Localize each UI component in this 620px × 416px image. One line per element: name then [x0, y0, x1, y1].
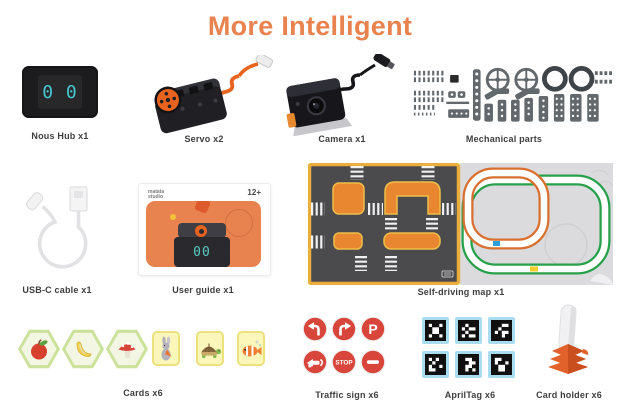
usb-cable-label: USB-C cable x1 — [22, 285, 92, 295]
camera-label: Camera x1 — [318, 134, 366, 144]
apriltag — [422, 351, 449, 378]
parking-sign: P — [360, 316, 386, 342]
cable-loop — [37, 205, 88, 269]
no-entry-sign — [360, 349, 386, 375]
apriltag — [455, 351, 482, 378]
yellow-marker — [530, 266, 538, 272]
mechanical-parts-image — [413, 65, 612, 122]
guide-cover-panel: 00 — [146, 201, 261, 267]
camera-image — [286, 54, 395, 136]
rabbit-icon — [161, 336, 172, 360]
banana-card — [62, 329, 104, 369]
holder-base — [548, 344, 589, 374]
nous-hub-label: Nous Hub x1 — [31, 131, 89, 141]
map-logo — [441, 270, 454, 278]
apriltag — [488, 317, 515, 344]
cover-screen-value: 00 — [193, 244, 211, 260]
servo-cable-connector — [255, 55, 274, 68]
blue-marker — [493, 241, 500, 246]
turtle-card — [196, 331, 224, 366]
tire-ring — [568, 65, 595, 92]
camera-body — [286, 78, 353, 136]
apriltag — [488, 351, 515, 378]
self-driving-map-label: Self-driving map x1 — [417, 287, 505, 297]
nut-parts — [448, 91, 466, 98]
pin-rows — [413, 70, 445, 116]
age-badge: 12+ — [247, 188, 261, 197]
axle-rows — [594, 71, 612, 84]
mushroom-card — [106, 329, 148, 369]
cover-dot — [170, 214, 176, 220]
traffic-signs-label: Traffic sign x6 — [315, 390, 379, 400]
card-holder-image — [548, 304, 589, 374]
mechanical-parts-label: Mechanical parts — [465, 134, 543, 144]
turn-right-sign — [331, 316, 357, 342]
apple-card — [18, 329, 60, 369]
horn-sign — [302, 349, 328, 375]
nous-hub-image: 0 0 — [22, 66, 98, 118]
orange-track — [462, 167, 550, 250]
mushroom-icon — [118, 342, 136, 358]
cover-robot-lens — [195, 225, 207, 237]
clownfish-card — [237, 331, 265, 366]
tire-ring — [542, 65, 568, 92]
svg-text:P: P — [368, 321, 377, 337]
clownfish-icon — [242, 340, 262, 356]
user-guide-label: User guide x1 — [172, 285, 234, 295]
camera-cable-connector — [373, 54, 395, 70]
holder-post — [558, 304, 577, 352]
apriltag-label: AprilTag x6 — [444, 390, 496, 400]
svg-text:STOP: STOP — [335, 360, 353, 367]
page-title: More Intelligent — [207, 11, 413, 41]
connector-part — [450, 75, 459, 83]
servo-label: Servo x2 — [184, 134, 224, 144]
apple-icon — [30, 339, 48, 360]
city-blocks — [332, 181, 441, 250]
usb-c-connector — [26, 192, 44, 211]
cover-stamp — [225, 209, 253, 237]
servo-body — [154, 78, 227, 134]
hub-screen: 0 0 — [38, 75, 82, 109]
city-side — [308, 163, 461, 285]
usb-cable-image — [26, 186, 88, 269]
cards-label: Cards x6 — [123, 388, 163, 398]
crosswalks — [311, 166, 456, 271]
turn-left-sign — [302, 316, 328, 342]
beam-parts — [484, 94, 599, 122]
rabbit-card — [152, 331, 180, 366]
usb-a-connector — [69, 186, 88, 212]
wheel-parts — [485, 67, 539, 92]
cover-robot-screen: 00 — [174, 237, 230, 267]
hub-display-value: 0 0 — [42, 81, 78, 103]
self-driving-map-image — [308, 163, 613, 285]
cover-square — [194, 201, 211, 214]
turtle-icon — [201, 343, 222, 358]
card-holder-label: Card holder x6 — [536, 390, 602, 400]
banana-icon — [76, 341, 92, 357]
apriltag — [455, 317, 482, 344]
apriltag — [422, 317, 449, 344]
servo-image — [154, 55, 274, 134]
stop-sign: STOP — [331, 349, 357, 375]
cover-robot-camera — [178, 223, 226, 238]
